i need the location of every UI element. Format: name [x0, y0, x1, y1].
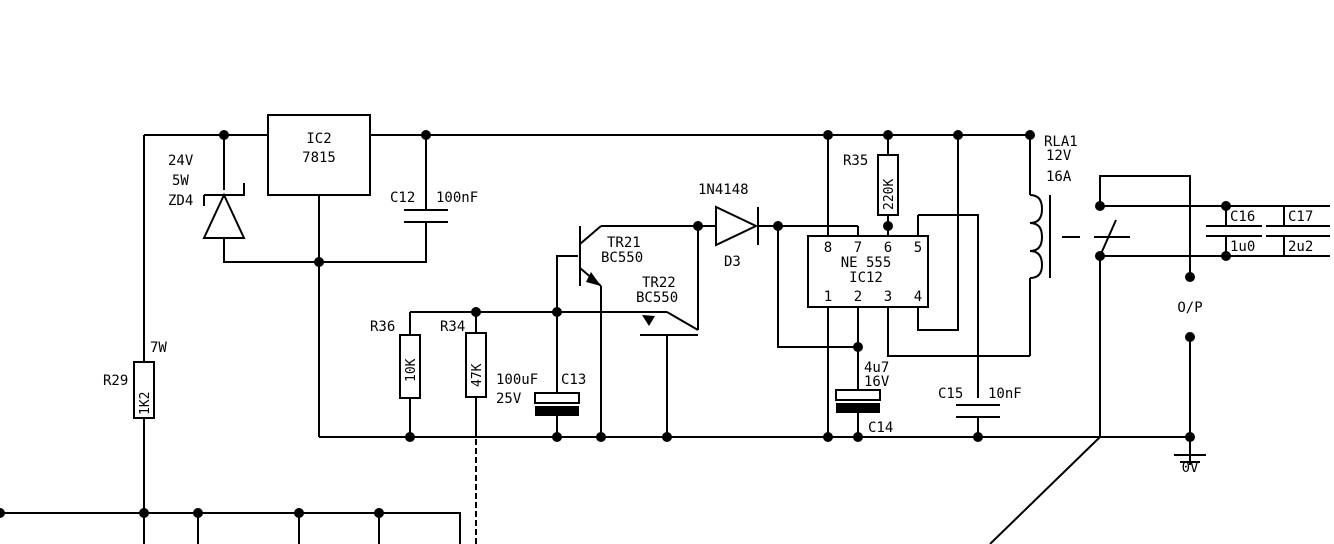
c14-value: 4u7: [864, 360, 889, 376]
c15-ref: C15: [938, 386, 963, 402]
tr22-ref: TR22: [642, 275, 676, 291]
zener-ref: ZD4: [168, 193, 193, 209]
ic12-type: NE 555: [841, 255, 892, 271]
ic12-pin-7: 7: [854, 240, 862, 256]
r36-ref: R36: [370, 319, 395, 335]
zener-zd4: 24V 5W ZD4: [168, 153, 246, 239]
r35-value: 220K: [882, 179, 897, 210]
relay-current: 16A: [1046, 169, 1072, 185]
resistor-r36: 10K R36: [370, 319, 421, 399]
regulator-ref: IC2: [306, 131, 331, 147]
c15-value: 10nF: [988, 386, 1022, 402]
tr21-type: BC550: [601, 250, 643, 266]
regulator-type: 7815: [302, 150, 336, 166]
relay-ref: RLA1: [1044, 134, 1078, 150]
output-terminal: O/P: [1177, 300, 1202, 316]
capacitor-c14: 4u7 16V C14: [835, 360, 893, 436]
regulator-ic2: IC2 7815: [267, 114, 371, 196]
r29-ref: R29: [103, 373, 128, 389]
capacitor-c17: C17 2u2: [1266, 206, 1330, 256]
zener-power: 5W: [172, 173, 189, 189]
d3-type: 1N4148: [698, 182, 749, 198]
r34-ref: R34: [440, 319, 465, 335]
diode-d3: 1N4148 D3: [698, 182, 759, 270]
c14-ref: C14: [868, 420, 893, 436]
transistor-tr22: TR22 BC550: [636, 275, 699, 336]
ic12-pin-4: 4: [914, 289, 922, 305]
r29-value: 1K2: [138, 392, 153, 415]
c12-ref: C12: [390, 190, 415, 206]
capacitor-c13: 100uF C13 25V: [496, 372, 586, 416]
c14-voltage: 16V: [864, 374, 890, 390]
relay-voltage: 12V: [1046, 148, 1072, 164]
c17-value: 2u2: [1288, 239, 1313, 255]
r29-power: 7W: [150, 340, 167, 356]
c13-voltage: 25V: [496, 391, 522, 407]
d3-ref: D3: [724, 254, 741, 270]
ic12-pin-3: 3: [884, 289, 892, 305]
zener-voltage: 24V: [168, 153, 194, 169]
resistor-r29: 1K2 R29 7W: [103, 340, 167, 419]
ic12-pin-8: 8: [824, 240, 832, 256]
wires: [0, 134, 1330, 544]
ic12-pin-5: 5: [914, 240, 922, 256]
tr21-ref: TR21: [607, 235, 641, 251]
c17-ref: C17: [1288, 209, 1313, 225]
ic12-pin-1: 1: [824, 289, 832, 305]
resistor-r34: 47K R34: [440, 319, 487, 398]
r35-ref: R35: [843, 153, 868, 169]
r34-value: 47K: [470, 363, 485, 387]
junction-dots: [0, 130, 1231, 518]
ground-label: 0V: [1182, 460, 1199, 476]
ic12-pin-2: 2: [854, 289, 862, 305]
ic12-ref: IC12: [849, 270, 883, 286]
c12-value: 100nF: [436, 190, 478, 206]
resistor-r35: 220K R35: [843, 153, 899, 216]
capacitor-c16: C16 1u0: [1206, 206, 1262, 256]
output-label: O/P: [1177, 300, 1202, 316]
tr22-type: BC550: [636, 290, 678, 306]
c13-value: 100uF: [496, 372, 538, 388]
capacitor-c12: C12 100nF: [390, 190, 478, 223]
c16-value: 1u0: [1230, 239, 1255, 255]
r36-value: 10K: [404, 358, 419, 382]
timer-ic12: 8 7 6 5 NE 555 IC12 1 2 3 4: [807, 235, 929, 308]
ic12-pin-6: 6: [884, 240, 892, 256]
transistor-tr21: TR21 BC550: [579, 225, 643, 287]
c16-ref: C16: [1230, 209, 1255, 225]
capacitor-c15: C15 10nF: [938, 386, 1022, 418]
ground-symbol: 0V: [1174, 454, 1206, 476]
relay-rla1: RLA1 12V 16A: [1029, 134, 1130, 279]
c13-ref: C13: [561, 372, 586, 388]
